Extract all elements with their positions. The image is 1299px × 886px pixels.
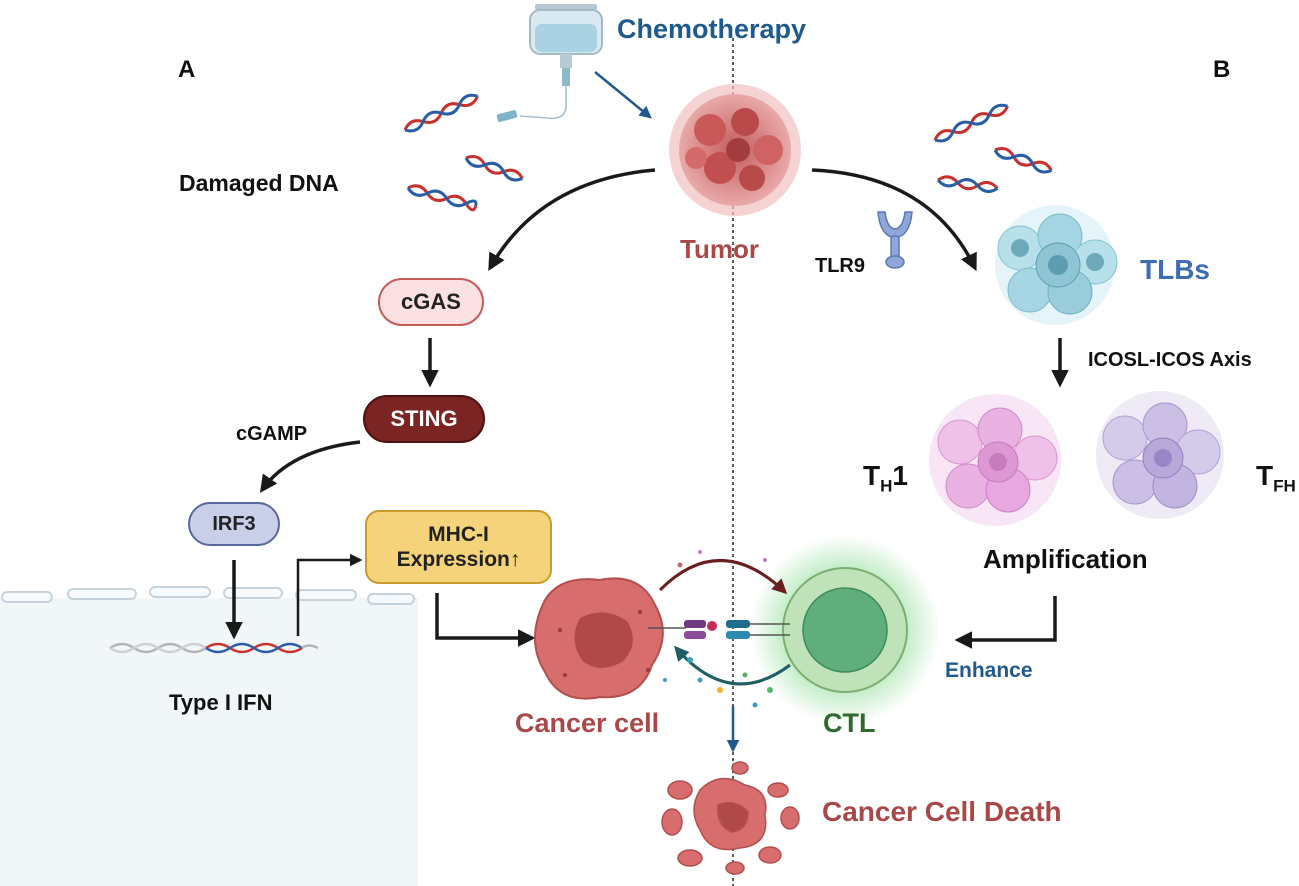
amplification-label: Amplification: [983, 544, 1148, 574]
tlr9-receptor-icon: [877, 211, 913, 269]
mhc-line2-wrap: Expression↑: [397, 547, 521, 572]
tlbs-label: TLBs: [1140, 254, 1210, 285]
tfh-subscript: FH: [1273, 476, 1296, 496]
cancer-cell-label: Cancer cell: [515, 708, 660, 738]
type1-ifn-label: Type I IFN: [169, 690, 273, 715]
th1-label: TH1: [863, 462, 908, 495]
dying-cell-icon: [661, 761, 800, 875]
panel-letter-a: A: [178, 56, 196, 83]
th1-tail: 1: [892, 460, 908, 491]
th1-cell-cluster-icon: [929, 394, 1061, 526]
cytotoxic-granules-icon: [663, 550, 773, 708]
tfh-label: TFH: [1256, 462, 1296, 495]
iv-bag-icon: [496, 4, 603, 123]
chemo-arrow: [594, 71, 652, 119]
tfh-cell-cluster-icon: [1096, 391, 1224, 519]
up-arrow-icon: ↑: [509, 548, 521, 571]
sting-to-irf3-arrow: [259, 440, 361, 493]
irf3-node: IRF3: [188, 502, 280, 546]
mhc-to-cancer-arrow: [435, 593, 536, 647]
tumor-to-tlbs-arrow: [811, 168, 977, 272]
mhc-line1: MHC-I: [428, 522, 489, 546]
ctl-label: CTL: [823, 708, 876, 738]
tumor-label: Tumor: [680, 234, 759, 264]
tumor-icon: [669, 84, 801, 216]
cancer-cell-icon: [534, 577, 664, 700]
tfh-main: T: [1256, 460, 1274, 491]
panel-letter-b: B: [1213, 56, 1231, 83]
cell-nucleus-region: [0, 586, 418, 886]
damaged-dna-label: Damaged DNA: [179, 170, 339, 196]
dna-strands-right-icon: [933, 103, 1053, 193]
sting-node: STING: [363, 395, 485, 443]
mhc-line2: Expression: [396, 548, 510, 571]
tumor-to-cgas-arrow: [488, 168, 656, 272]
cancer-cell-death-label: Cancer Cell Death: [822, 796, 1062, 827]
th1-main: T: [863, 460, 881, 491]
cgas-node: cGAS: [378, 278, 484, 326]
dna-strands-left-icon: [403, 93, 524, 212]
gene-dna-icon: [109, 642, 319, 654]
tlr9-label: TLR9: [815, 255, 865, 277]
mhc-expression-node: MHC-I Expression↑: [365, 510, 552, 584]
enhance-arrow: [954, 596, 1057, 649]
dna-to-mhc-arrow: [296, 553, 363, 636]
cgamp-label: cGAMP: [236, 423, 308, 445]
cancer-to-ctl-arrow: [658, 559, 788, 595]
enhance-label: Enhance: [945, 659, 1033, 682]
icosl-axis-label: ICOSL-ICOS Axis: [1088, 349, 1252, 371]
mhc-tcr-synapse-icon: [648, 620, 790, 639]
tlbs-cell-cluster-icon: [995, 205, 1118, 325]
chemotherapy-label: Chemotherapy: [617, 14, 807, 44]
th1-subscript: H: [880, 476, 893, 496]
ctl-cell-icon: [750, 535, 940, 725]
